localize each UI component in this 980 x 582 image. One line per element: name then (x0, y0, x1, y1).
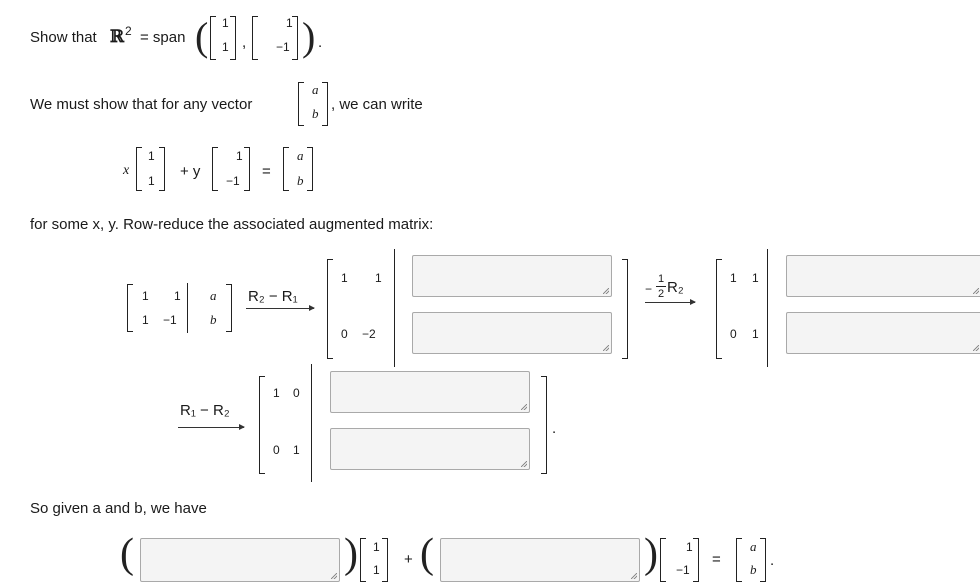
bracket-right (760, 538, 766, 582)
vector-b: b (312, 106, 319, 121)
span-v2-bottom: −1 (276, 40, 290, 54)
augment-divider (187, 283, 188, 333)
answer-box-step2-row1[interactable] (786, 255, 980, 297)
bracket-left (259, 376, 265, 474)
left-paren: ( (420, 531, 434, 577)
bracket-left (360, 538, 366, 582)
bracket-left (127, 284, 133, 332)
augment-divider (311, 364, 312, 482)
bracket-left (716, 259, 722, 359)
left-paren: ( (195, 14, 209, 59)
exponent: 2 (125, 24, 132, 38)
bracket-right (622, 259, 628, 359)
right-paren: ) (302, 14, 316, 59)
bracket-left (252, 16, 258, 60)
bracket-left (283, 147, 289, 191)
instruction-vector: We must show that for any vector (30, 96, 253, 113)
row-op-1-label: R₂ − R₁ (248, 288, 298, 305)
bracket-left (736, 538, 742, 582)
span-v1-top: 1 (222, 16, 229, 30)
augment-divider (394, 249, 395, 367)
right-paren: ) (344, 531, 358, 577)
row-op-1-arrow (246, 305, 315, 311)
augment-divider (767, 249, 768, 367)
bracket-right (230, 16, 236, 60)
bracket-left (212, 147, 218, 191)
bracket-right (244, 147, 250, 191)
instruction-tail: , we can write (331, 96, 423, 113)
row-op-3-label: R₁ − R₂ (180, 402, 230, 419)
row-reduce-instruction: for some x, y. Row-reduce the associated… (30, 216, 434, 233)
row-op-3-arrow (178, 424, 245, 430)
answer-box-step1-row1[interactable] (412, 255, 612, 297)
bracket-right (159, 147, 165, 191)
bracket-right (322, 82, 328, 126)
answer-box-step2-row2[interactable] (786, 312, 980, 354)
bracket-right (382, 538, 388, 582)
real-numbers-symbol: ℝ (110, 27, 125, 47)
show-that-text: Show that (30, 29, 97, 46)
answer-box-step3-row1[interactable] (330, 371, 530, 413)
bracket-right (693, 538, 699, 582)
right-paren: ) (644, 531, 658, 577)
bracket-left (327, 259, 333, 359)
equals-span-text: = span (140, 29, 186, 46)
bracket-right (226, 284, 232, 332)
answer-box-coefficient-x[interactable] (140, 538, 340, 582)
bracket-left (136, 147, 142, 191)
answer-box-step3-row2[interactable] (330, 428, 530, 470)
bracket-left (298, 82, 304, 126)
answer-box-step1-row2[interactable] (412, 312, 612, 354)
conclusion-text: So given a and b, we have (30, 500, 207, 517)
span-v1-bottom: 1 (222, 40, 229, 54)
vector-a: a (312, 82, 319, 97)
bracket-left (210, 16, 216, 60)
row-op-2-arrow (645, 299, 696, 305)
span-v2-top: 1 (286, 16, 293, 30)
bracket-right (541, 376, 547, 474)
answer-box-coefficient-y[interactable] (440, 538, 640, 582)
bracket-right (307, 147, 313, 191)
bracket-right (292, 16, 298, 60)
bracket-left (660, 538, 666, 582)
left-paren: ( (120, 531, 134, 577)
